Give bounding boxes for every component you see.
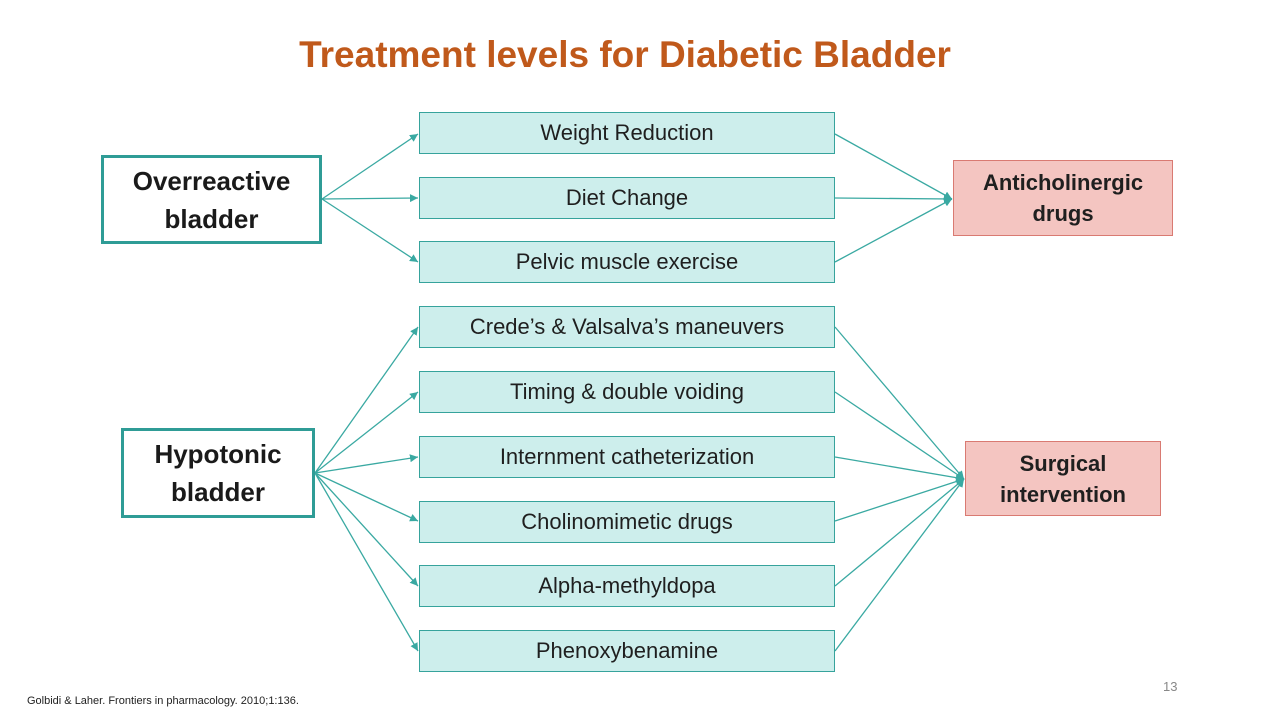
arrow-overreactive-pelvic [321,198,419,263]
treatment-weight-reduction: Weight Reduction [419,112,835,154]
arrow-alpha-surgical [834,478,965,587]
anticholinergic-label-line1: Anticholinergic [982,170,1144,195]
arrow-cholinomimetic-surgical [834,477,965,522]
treatment-timing-double-voiding: Timing & double voiding [419,371,835,413]
surgical-label-line1: Surgical [1019,450,1107,476]
anticholinergic-label-line2: drugs [1032,201,1094,226]
arrow-hypotonic-catheter [314,454,419,474]
arrow-hypotonic-alpha [314,472,419,587]
arrow-hypotonic-crede [314,326,419,474]
slide-title: Treatment levels for Diabetic Bladder [299,34,951,75]
treatment-diet-change: Diet Change [419,177,835,219]
arrow-catheter-surgical [834,456,965,482]
treatment-internment-catheterization: Internment catheterization [419,436,835,478]
hypotonic-label-line2: bladder [171,477,265,507]
arrow-phenoxy-surgical [834,478,965,652]
arrow-pelvic-anticholinergic [834,198,953,263]
arrow-hypotonic-timing [314,391,419,474]
arrow-weight-anticholinergic [834,133,953,200]
surgical-intervention-box: Surgical intervention [965,441,1161,516]
hypotonic-bladder-box: Hypotonic bladder [121,428,315,518]
arrow-timing-surgical [834,391,965,480]
arrow-overreactive-weight [321,133,419,200]
overreactive-label-line1: Overreactive [132,165,291,196]
hypotonic-label-line1: Hypotonic [154,439,282,469]
arrow-hypotonic-cholinomimetic [314,472,419,522]
overreactive-label-line2: bladder [164,203,259,234]
anticholinergic-drugs-box: Anticholinergic drugs [953,160,1173,236]
treatment-alpha-methyldopa: Alpha-methyldopa [419,565,835,607]
slide-number: 13 [1163,679,1178,694]
surgical-label-line2: intervention [1000,481,1126,507]
arrow-overreactive-diet [321,194,419,203]
treatment-crede-valsalva: Crede’s & Valsalva’s maneuvers [419,306,835,348]
arrow-hypotonic-phenoxy [314,472,419,652]
citation: Golbidi & Laher. Frontiers in pharmacolo… [27,695,299,707]
treatment-phenoxybenamine: Phenoxybenamine [419,630,835,672]
overreactive-bladder-box: Overreactive bladder [101,155,322,244]
treatment-pelvic-muscle-exercise: Pelvic muscle exercise [419,241,835,283]
arrow-diet-anticholinergic [834,194,953,203]
arrow-crede-surgical [834,326,965,480]
treatment-cholinomimetic-drugs: Cholinomimetic drugs [419,501,835,543]
